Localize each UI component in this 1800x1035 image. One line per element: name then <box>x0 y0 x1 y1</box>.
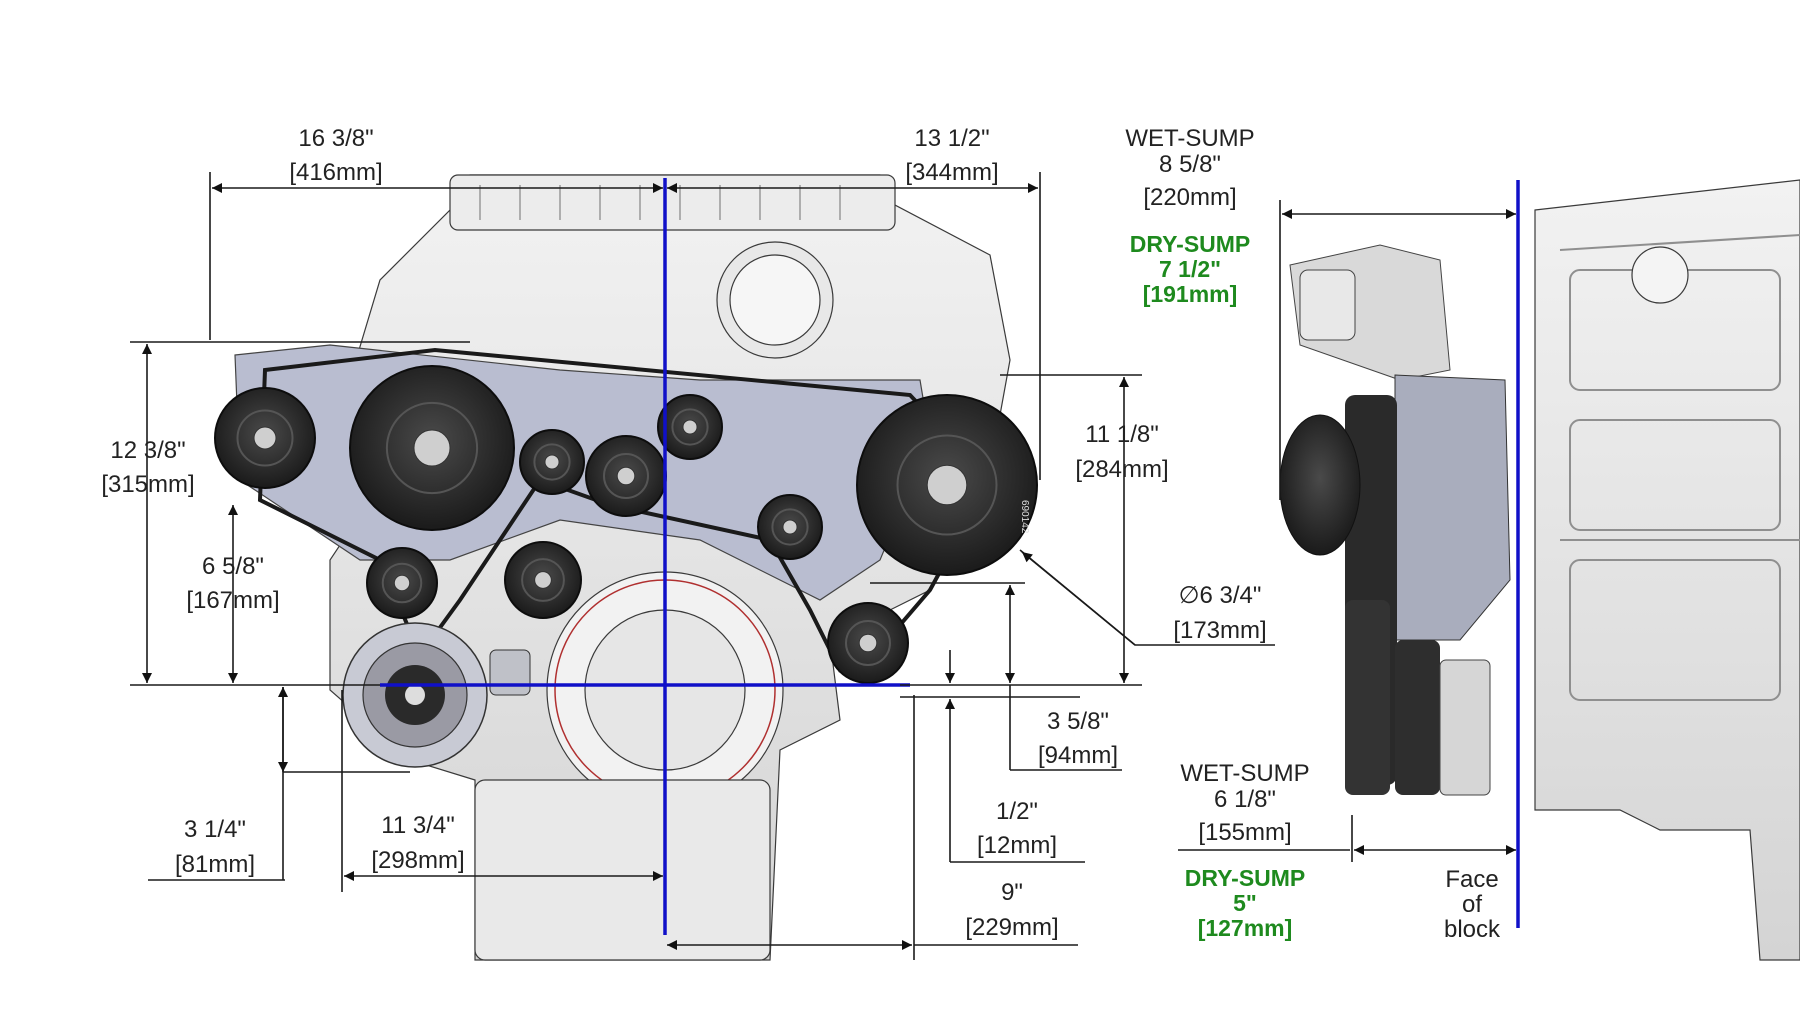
below-left-in: 3 1/4" <box>184 816 246 843</box>
height-left-in: 12 3/8" <box>110 437 185 464</box>
bot-dry-label: DRY-SUMP <box>1185 865 1306 891</box>
height-left-mm: [315mm] <box>101 471 194 498</box>
small-offset-mm: [12mm] <box>977 832 1057 859</box>
pulley-dia-mm: [173mm] <box>1173 617 1266 644</box>
bottom-right-in: 9" <box>1001 879 1023 906</box>
idler-pulley-3 <box>757 494 823 560</box>
alternator <box>342 622 531 768</box>
idler-height-in: 3 5/8" <box>1047 708 1109 735</box>
dimension-lines <box>130 172 1516 960</box>
idler-pulley-1 <box>519 429 585 495</box>
lower-idler-pulley <box>827 602 909 684</box>
pulley-dia-in: ∅6 3/4" <box>1179 582 1262 609</box>
face-label-line3: block <box>1444 916 1501 943</box>
idler-pulley-2 <box>657 394 723 460</box>
top-wet-mm: [220mm] <box>1143 184 1236 211</box>
top-dry-mm: [191mm] <box>1143 281 1238 307</box>
below-left-mm: [81mm] <box>175 851 255 878</box>
face-label-line2: of <box>1462 891 1482 918</box>
overall-right-mm: [344mm] <box>905 159 998 186</box>
height-right-in: 11 1/8" <box>1085 421 1158 448</box>
height-alt-mm: [167mm] <box>186 587 279 614</box>
bot-wet-mm: [155mm] <box>1198 819 1291 846</box>
part-number: 690142 <box>1019 500 1030 534</box>
overall-left-mm: [416mm] <box>289 159 382 186</box>
bot-dry-mm: [127mm] <box>1198 915 1293 941</box>
top-wet-label: WET-SUMP <box>1125 125 1254 152</box>
bot-wet-in: 6 1/8" <box>1214 786 1276 813</box>
side-view-engine <box>1279 179 1800 961</box>
reference-lines <box>380 178 1520 935</box>
idler-pulley-4 <box>366 547 438 619</box>
top-wet-in: 8 5/8" <box>1159 151 1221 178</box>
height-alt-in: 6 5/8" <box>202 553 264 580</box>
power-steering-pulley <box>214 387 316 489</box>
face-label-line1: Face <box>1445 866 1498 893</box>
bottom-right-mm: [229mm] <box>965 914 1058 941</box>
front-view-engine <box>234 174 1011 961</box>
water-pump-pulley <box>349 365 515 531</box>
top-dry-in: 7 1/2" <box>1159 256 1221 282</box>
idler-height-mm: [94mm] <box>1038 742 1118 769</box>
pulley-group <box>214 365 1038 684</box>
overall-left-in: 16 3/8" <box>298 125 373 152</box>
alternator-mm: [298mm] <box>371 847 464 874</box>
tensioner-pulley <box>585 435 667 517</box>
small-offset-in: 1/2" <box>996 798 1038 825</box>
top-dry-label: DRY-SUMP <box>1130 231 1251 257</box>
bot-wet-label: WET-SUMP <box>1180 760 1309 787</box>
crank-drive-pulley <box>856 394 1038 576</box>
overall-right-in: 13 1/2" <box>914 125 989 152</box>
height-right-mm: [284mm] <box>1075 456 1168 483</box>
bot-dry-in: 5" <box>1233 890 1257 916</box>
dimension-labels: 16 3/8" [416mm] 13 1/2" [344mm] 12 3/8" … <box>101 125 1501 943</box>
idler-pulley-5 <box>504 541 582 619</box>
alternator-in: 11 3/4" <box>381 812 454 839</box>
